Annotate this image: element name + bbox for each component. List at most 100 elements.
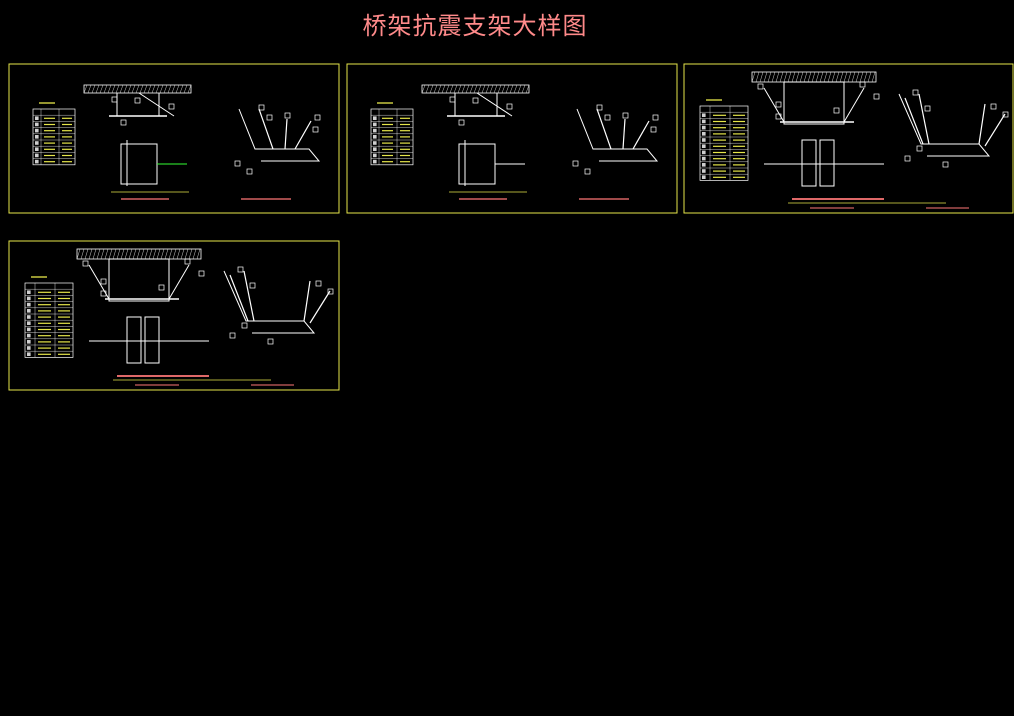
table-mark bbox=[373, 135, 377, 139]
parts-table bbox=[32, 108, 76, 166]
parts-table bbox=[370, 108, 414, 166]
table-mark bbox=[702, 175, 706, 179]
slab-hatch bbox=[88, 248, 93, 260]
slab-hatch bbox=[839, 71, 844, 83]
slab-hatch bbox=[441, 84, 446, 94]
callout-tag bbox=[942, 161, 949, 168]
slab-hatch bbox=[485, 84, 490, 94]
callout-tag bbox=[916, 145, 923, 152]
table-mark bbox=[27, 333, 31, 338]
slab-hatch bbox=[123, 84, 128, 94]
slab-hatch bbox=[120, 248, 125, 260]
slab-hatch bbox=[799, 71, 804, 83]
brace-right bbox=[168, 264, 190, 300]
callout-tag bbox=[314, 114, 321, 121]
table-mark bbox=[35, 122, 39, 127]
callout-tag bbox=[249, 282, 256, 289]
slab-hatch bbox=[803, 71, 808, 83]
table-mark bbox=[702, 144, 706, 148]
brace bbox=[138, 92, 175, 117]
slab-hatch bbox=[795, 71, 800, 83]
slab-hatch bbox=[132, 248, 137, 260]
slab-hatch bbox=[517, 84, 522, 94]
iso-rod bbox=[284, 118, 288, 150]
slab-hatch bbox=[815, 71, 820, 83]
slab-hatch bbox=[160, 248, 165, 260]
table-mark bbox=[35, 135, 39, 139]
slab-hatch bbox=[147, 84, 152, 94]
table-mark bbox=[702, 169, 706, 173]
table-mark bbox=[373, 122, 377, 127]
iso-brace bbox=[978, 103, 986, 145]
table-mark bbox=[702, 119, 706, 124]
callout-tag bbox=[315, 280, 322, 287]
slab-hatch bbox=[159, 84, 164, 94]
iso-brace bbox=[258, 108, 274, 150]
iso-rod bbox=[243, 270, 255, 322]
slab-hatch bbox=[140, 248, 145, 260]
iso-brace bbox=[632, 120, 650, 150]
slab-hatch bbox=[505, 84, 510, 94]
slab-hatch bbox=[124, 248, 129, 260]
callout-tag bbox=[111, 96, 118, 103]
slab-hatch bbox=[767, 71, 772, 83]
callout-tag bbox=[757, 83, 764, 90]
slab-hatch bbox=[509, 84, 514, 94]
slab-hatch bbox=[148, 248, 153, 260]
slab-hatch bbox=[787, 71, 792, 83]
brace bbox=[476, 92, 513, 117]
sheet-frame bbox=[8, 240, 340, 391]
slab-hatch bbox=[183, 84, 188, 94]
slab-hatch bbox=[465, 84, 470, 94]
slab-hatch bbox=[151, 84, 156, 94]
table-mark bbox=[35, 159, 39, 164]
sheet-frame bbox=[8, 63, 340, 214]
slab-hatch bbox=[111, 84, 116, 94]
callout-tag bbox=[652, 114, 659, 121]
callout-tag bbox=[158, 284, 165, 291]
iso-rod bbox=[918, 93, 930, 145]
slab-hatch bbox=[115, 84, 120, 94]
slab-hatch bbox=[87, 84, 92, 94]
slab-hatch bbox=[859, 71, 864, 83]
slab-hatch bbox=[851, 71, 856, 83]
slab-hatch bbox=[92, 248, 97, 260]
callout-tag bbox=[990, 103, 997, 110]
callout-tag bbox=[134, 97, 141, 104]
callout-tag bbox=[775, 113, 782, 120]
callout-tag bbox=[246, 168, 253, 175]
slab-hatch bbox=[449, 84, 454, 94]
slab-hatch bbox=[791, 71, 796, 83]
column-section bbox=[801, 139, 817, 187]
table-mark bbox=[702, 125, 706, 130]
table-mark bbox=[35, 141, 39, 145]
slab-hatch bbox=[493, 84, 498, 94]
slab-hatch bbox=[163, 84, 168, 94]
slab-hatch bbox=[192, 248, 197, 260]
callout-tag bbox=[650, 126, 657, 133]
slab-hatch bbox=[807, 71, 812, 83]
drawing-sheet-1 bbox=[8, 63, 340, 214]
table-mark bbox=[373, 128, 377, 133]
tray-section bbox=[458, 143, 496, 185]
slab-hatch bbox=[152, 248, 157, 260]
slab-hatch bbox=[469, 84, 474, 94]
slab-hatch bbox=[96, 248, 101, 260]
slab-hatch bbox=[155, 84, 160, 94]
callout-tag bbox=[100, 290, 107, 297]
callout-tag bbox=[184, 258, 191, 265]
callout-tag bbox=[506, 103, 513, 110]
slab-hatch bbox=[99, 84, 104, 94]
slab-hatch bbox=[164, 248, 169, 260]
slab-hatch bbox=[168, 248, 173, 260]
column-section bbox=[819, 139, 835, 187]
slab-hatch bbox=[116, 248, 121, 260]
slab-hatch bbox=[136, 248, 141, 260]
slab-hatch bbox=[91, 84, 96, 94]
slab-hatch bbox=[179, 84, 184, 94]
callout-tag bbox=[312, 126, 319, 133]
slab-hatch bbox=[445, 84, 450, 94]
table-mark bbox=[27, 352, 31, 356]
table-mark bbox=[35, 147, 39, 151]
